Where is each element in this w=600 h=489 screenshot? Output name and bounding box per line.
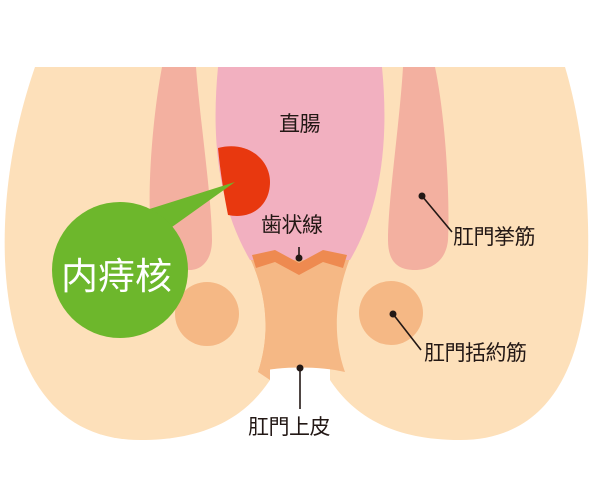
anal-canal (250, 258, 350, 372)
internal-hemorrhoid (218, 146, 270, 216)
left-inner-edge (250, 258, 270, 380)
label-rectum: 直腸 (279, 112, 321, 136)
leader-lines (295, 192, 453, 409)
label-levator-ani: 肛門挙筋 (453, 225, 536, 249)
rectum (215, 67, 385, 260)
label-anoderm: 肛門上皮 (248, 415, 331, 439)
callout-label-internal-hemorrhoid: 内痔核 (61, 255, 172, 298)
dentate-line-band (252, 250, 347, 275)
levator-ani-right (388, 67, 449, 270)
anal-sphincter-left (175, 282, 239, 346)
label-anal-sphincter: 肛門括約筋 (424, 341, 527, 365)
label-dentate-line: 歯状線 (261, 213, 323, 237)
callout-bubble (52, 202, 188, 338)
